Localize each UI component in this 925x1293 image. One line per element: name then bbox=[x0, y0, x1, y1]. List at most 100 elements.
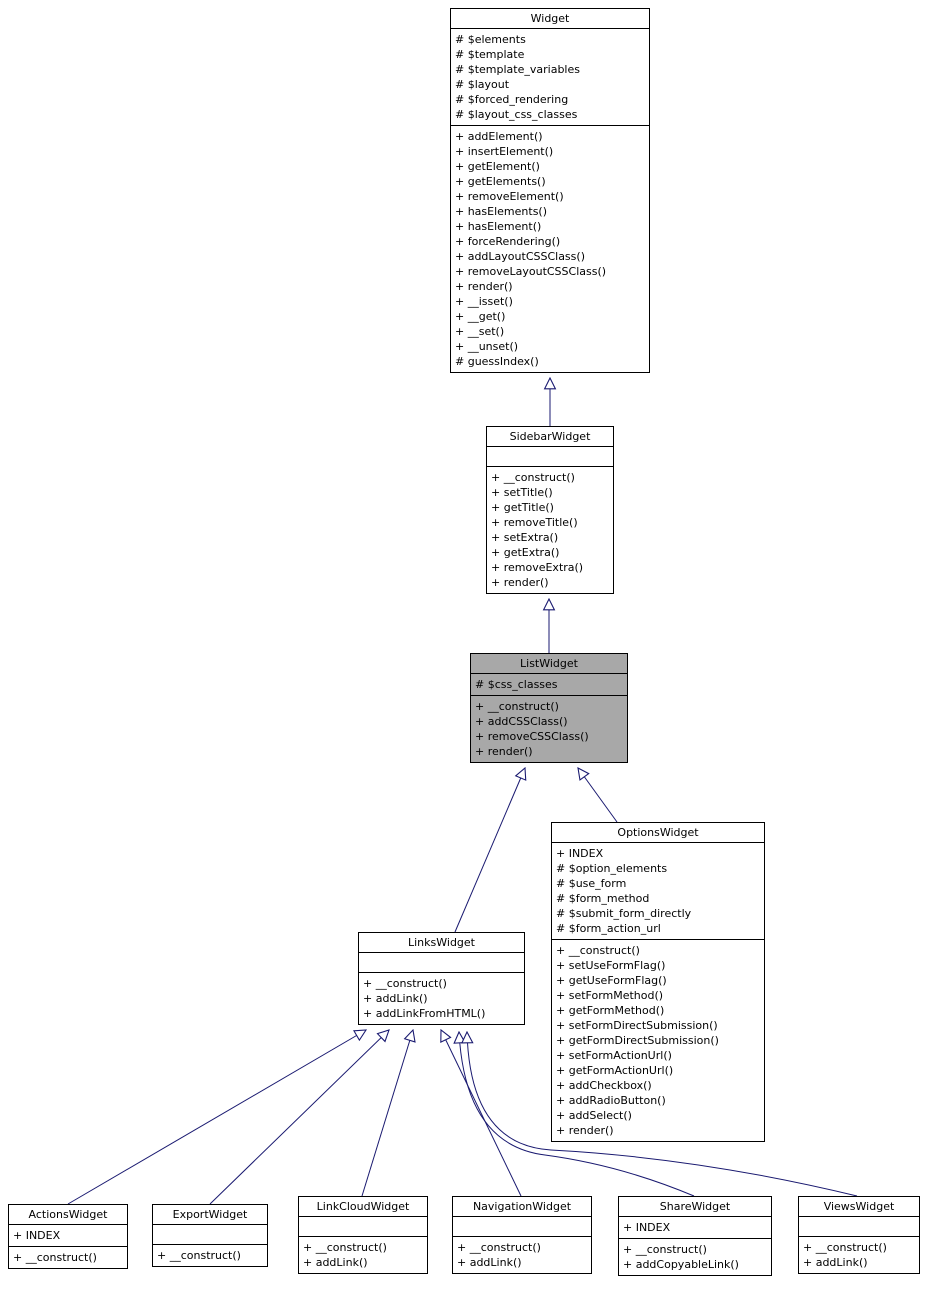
member-row: + __unset() bbox=[455, 340, 519, 353]
member-row: + removeLayoutCSSClass() bbox=[455, 265, 607, 278]
class-title: ActionsWidget bbox=[9, 1205, 127, 1225]
member-row: + render() bbox=[491, 576, 549, 589]
member-row: + getFormMethod() bbox=[556, 1004, 665, 1017]
member-row: + hasElement() bbox=[455, 220, 542, 233]
class-attributes bbox=[299, 1217, 427, 1237]
class-box-sharewidget[interactable]: ShareWidget + INDEX + __construct()+ add… bbox=[618, 1196, 772, 1276]
class-title: Widget bbox=[451, 9, 649, 29]
member-row: + setUseFormFlag() bbox=[556, 959, 666, 972]
member-row: # $layout bbox=[455, 78, 510, 91]
class-methods: + addElement()+ insertElement()+ getElem… bbox=[451, 126, 649, 372]
member-row: # guessIndex() bbox=[455, 355, 539, 368]
class-box-viewswidget[interactable]: ViewsWidget + __construct()+ addLink() bbox=[798, 1196, 920, 1274]
member-row: + __construct() bbox=[475, 700, 559, 713]
class-methods: + __construct() + addLink() bbox=[299, 1237, 427, 1273]
member-row: + __construct() bbox=[303, 1241, 387, 1254]
member-row: + __isset() bbox=[455, 295, 513, 308]
member-row: + addLink() bbox=[363, 992, 428, 1005]
class-attributes: # $elements # $template # $template_variab… bbox=[451, 29, 649, 126]
member-row: + getTitle() bbox=[491, 501, 554, 514]
member-row: + __construct() bbox=[13, 1251, 97, 1264]
member-row: + getFormActionUrl() bbox=[556, 1064, 674, 1077]
class-box-listwidget-current[interactable]: ListWidget # $css_classes + __construct(… bbox=[470, 653, 628, 763]
class-box-widget[interactable]: Widget # $elements # $template # $template… bbox=[450, 8, 650, 373]
member-row: + __construct() bbox=[363, 977, 447, 990]
member-row: + addCopyableLink() bbox=[623, 1258, 739, 1271]
member-row: + addLinkFromHTML() bbox=[363, 1007, 486, 1020]
member-row: + getUseFormFlag() bbox=[556, 974, 667, 987]
class-attributes: + INDEX # $option_elements # $use_form # $f… bbox=[552, 843, 764, 940]
member-row: # $submit_form_directly bbox=[556, 907, 692, 920]
class-title: SidebarWidget bbox=[487, 427, 613, 447]
class-title: NavigationWidget bbox=[453, 1197, 591, 1217]
class-methods: + __construct()+ addLink() bbox=[453, 1237, 591, 1273]
class-title: LinkCloudWidget bbox=[299, 1197, 427, 1217]
edge-viewswidget-linkswidget bbox=[467, 1032, 858, 1197]
class-methods: + __construct() bbox=[9, 1247, 127, 1268]
member-row: + render() bbox=[556, 1124, 614, 1137]
edge-optionswidget-listwidget bbox=[578, 768, 618, 823]
edge-exportwidget-linkswidget bbox=[209, 1030, 389, 1205]
member-row: + setFormDirectSubmission() bbox=[556, 1019, 718, 1032]
class-methods: + __construct()+ addCopyableLink() bbox=[619, 1239, 771, 1275]
member-row: + render() bbox=[455, 280, 513, 293]
member-row: + INDEX bbox=[13, 1229, 61, 1242]
member-row: # $use_form bbox=[556, 877, 627, 890]
class-box-optionswidget[interactable]: OptionsWidget + INDEX # $option_elements #… bbox=[551, 822, 765, 1142]
class-methods: + __construct() bbox=[153, 1245, 267, 1266]
member-row: + __set() bbox=[455, 325, 505, 338]
member-row: + __construct() bbox=[157, 1249, 241, 1262]
member-row: # $css_classes bbox=[475, 678, 558, 691]
class-attributes: + INDEX bbox=[619, 1217, 771, 1239]
edge-linkcloudwidget-linkswidget bbox=[361, 1030, 413, 1197]
member-row: # $form_method bbox=[556, 892, 650, 905]
class-methods: + __construct() + addLink() + addLinkFromH… bbox=[359, 973, 524, 1024]
class-title: ViewsWidget bbox=[799, 1197, 919, 1217]
member-row: # $elements bbox=[455, 33, 526, 46]
member-row: + __construct() bbox=[491, 471, 575, 484]
class-methods: + __construct() + addCSSClass() + removeCS… bbox=[471, 696, 627, 762]
member-row: + addSelect() bbox=[556, 1109, 632, 1122]
member-row: + addCSSClass() bbox=[475, 715, 568, 728]
member-row: + addElement() bbox=[455, 130, 543, 143]
member-row: + addLink() bbox=[803, 1256, 868, 1269]
member-row: + setExtra() bbox=[491, 531, 559, 544]
member-row: + removeCSSClass() bbox=[475, 730, 589, 743]
class-methods: + __construct() + setUseFormFlag() + getUs… bbox=[552, 940, 764, 1141]
member-row: + hasElements() bbox=[455, 205, 548, 218]
edge-linkswidget-listwidget bbox=[454, 768, 525, 933]
class-attributes bbox=[487, 447, 613, 467]
class-box-exportwidget[interactable]: ExportWidget + __construct() bbox=[152, 1204, 268, 1267]
member-row: + setFormActionUrl() bbox=[556, 1049, 672, 1062]
class-title: OptionsWidget bbox=[552, 823, 764, 843]
class-box-actionswidget[interactable]: ActionsWidget + INDEX + __construct() bbox=[8, 1204, 128, 1269]
member-row: # $option_elements bbox=[556, 862, 668, 875]
class-title: ListWidget bbox=[471, 654, 627, 674]
member-row: + addLink() bbox=[457, 1256, 522, 1269]
class-box-navigationwidget[interactable]: NavigationWidget + __construct()+ addLin… bbox=[452, 1196, 592, 1274]
class-box-linkcloudwidget[interactable]: LinkCloudWidget + __construct() + addLink… bbox=[298, 1196, 428, 1274]
edge-sharewidget-linkswidget bbox=[459, 1032, 695, 1197]
member-row: # $layout_css_classes bbox=[455, 108, 578, 121]
class-attributes: + INDEX bbox=[9, 1225, 127, 1247]
member-row: + getElement() bbox=[455, 160, 540, 173]
member-row: + setTitle() bbox=[491, 486, 553, 499]
member-row: + getElements() bbox=[455, 175, 546, 188]
class-box-linkswidget[interactable]: LinksWidget + __construct()+ addLink()+ … bbox=[358, 932, 525, 1025]
member-row: + INDEX bbox=[556, 847, 604, 860]
member-row: + addRadioButton() bbox=[556, 1094, 666, 1107]
member-row: + removeElement() bbox=[455, 190, 564, 203]
member-row: + addCheckbox() bbox=[556, 1079, 652, 1092]
class-attributes: # $css_classes bbox=[471, 674, 627, 696]
class-box-sidebarwidget[interactable]: SidebarWidget + __construct() + setTitle(… bbox=[486, 426, 614, 594]
member-row: # $template_variables bbox=[455, 63, 580, 76]
member-row: # $form_action_url bbox=[556, 922, 661, 935]
member-row: + __construct() bbox=[556, 944, 640, 957]
class-methods: + __construct() + setTitle() + getTitle() +… bbox=[487, 467, 613, 593]
class-attributes bbox=[359, 953, 524, 973]
class-title: ShareWidget bbox=[619, 1197, 771, 1217]
member-row: + addLink() bbox=[303, 1256, 368, 1269]
member-row: # $template bbox=[455, 48, 525, 61]
member-row: + render() bbox=[475, 745, 533, 758]
